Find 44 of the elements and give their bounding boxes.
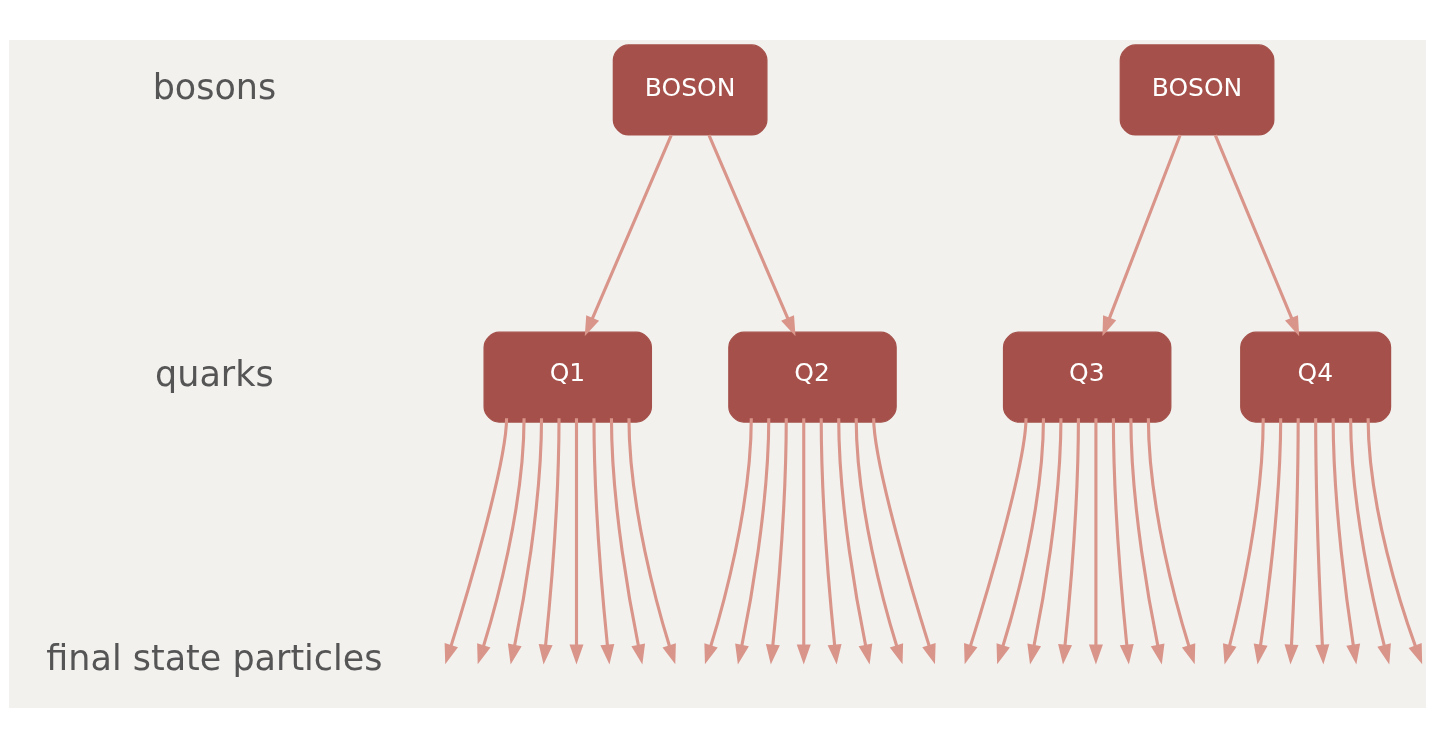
arrow (854, 417, 904, 664)
arrow (1027, 417, 1063, 664)
arrow (477, 417, 526, 664)
arrow (1253, 417, 1283, 664)
arrow (444, 417, 509, 664)
arrow (837, 417, 873, 664)
arrow (707, 133, 796, 336)
arrow (796, 417, 811, 665)
arrow (538, 417, 561, 665)
label: final state particles (46, 637, 383, 678)
node-box: Q1 (483, 331, 653, 423)
arrow (569, 417, 584, 665)
label: quarks (155, 353, 274, 394)
arrow (609, 417, 646, 664)
node-box: BOSON (612, 43, 768, 135)
node-box: Q2 (728, 331, 897, 423)
arrow (1102, 134, 1182, 336)
arrow (819, 417, 842, 665)
arrow (735, 417, 771, 664)
arrow (584, 133, 673, 336)
arrow (1366, 417, 1423, 664)
arrow (704, 417, 753, 664)
arrow (765, 417, 788, 665)
arrow (1284, 417, 1300, 665)
arrow (1058, 417, 1080, 665)
arrow (592, 417, 615, 665)
arrow (507, 417, 544, 664)
arrow (996, 417, 1046, 664)
arrow (1088, 417, 1103, 665)
arrow (1213, 133, 1300, 336)
arrow (1222, 417, 1265, 664)
arrow (1111, 417, 1134, 665)
arrow (1331, 417, 1361, 664)
label: bosons (152, 66, 277, 107)
arrow (627, 417, 676, 664)
arrow (1129, 417, 1165, 664)
arrow (1314, 417, 1330, 665)
arrow (1146, 417, 1196, 664)
node-box: Q3 (1002, 331, 1172, 423)
node-box: Q4 (1240, 331, 1392, 423)
node-box: BOSON (1119, 43, 1275, 135)
arrow (872, 417, 936, 664)
arrow (1349, 417, 1391, 664)
arrow (964, 417, 1028, 664)
